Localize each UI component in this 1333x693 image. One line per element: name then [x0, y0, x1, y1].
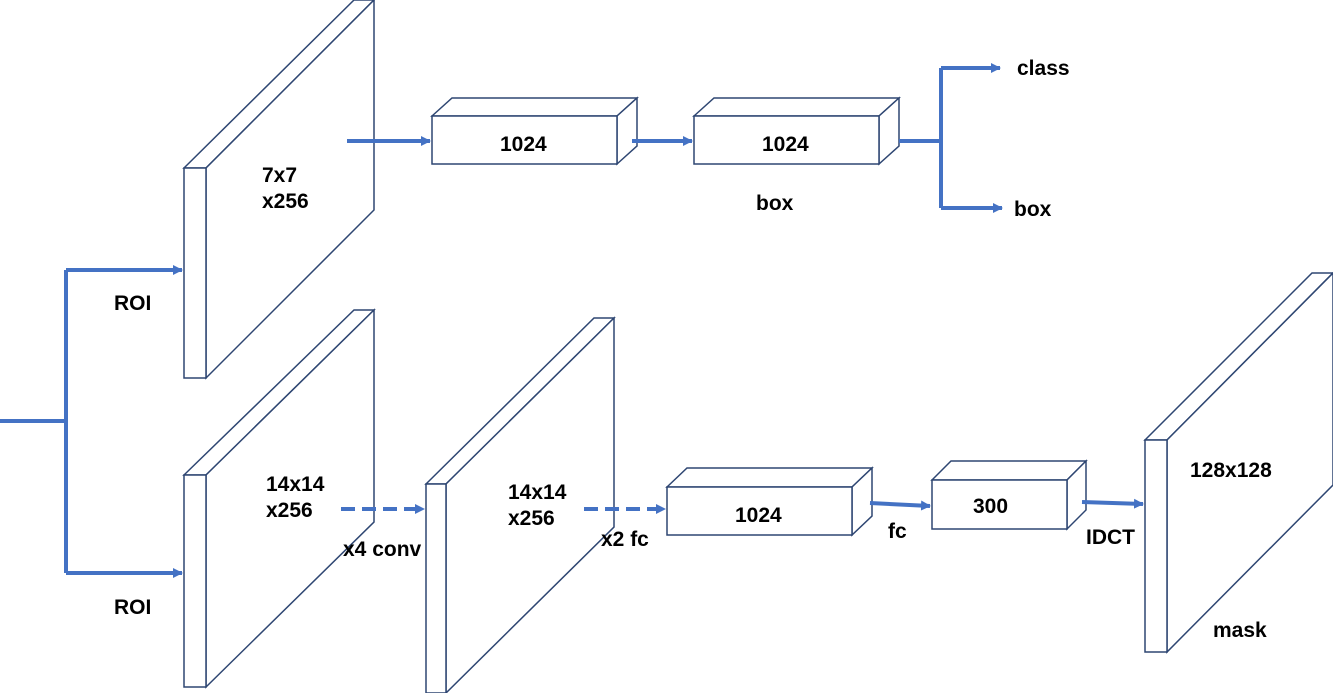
fc-box-top-1	[430, 96, 639, 166]
mask-size-label: 128x128	[1190, 459, 1272, 482]
feature-map-top	[182, 0, 376, 380]
feature-middle-label: 14x14 x256	[508, 481, 567, 530]
arrow-fc	[869, 500, 931, 511]
fc-label: fc	[888, 520, 907, 543]
feature-map-mask	[1143, 271, 1333, 654]
box-below-label: box	[756, 192, 794, 215]
fc2-top-label: 1024	[762, 133, 809, 156]
fc-box-top-2	[692, 96, 901, 166]
roi-label-bottom: ROI	[114, 596, 152, 619]
feature-map-middle	[424, 316, 616, 693]
feature-bottom-label: 14x14 x256	[266, 473, 325, 522]
roi-label-top: ROI	[114, 292, 152, 315]
box-output-label: box	[1014, 198, 1052, 221]
idct-op-label: IDCT	[1086, 526, 1135, 549]
vector-300-label: 300	[973, 495, 1009, 518]
conv-op-label: x4 conv	[343, 538, 422, 561]
arrow-idct	[1081, 498, 1144, 509]
fc-op-label: x2 fc	[601, 528, 649, 551]
mask-label: mask	[1213, 619, 1267, 642]
fc1-top-label: 1024	[500, 133, 547, 156]
class-output-label: class	[1017, 57, 1070, 80]
feature-map-bottom	[182, 308, 376, 689]
fc-box-bottom	[665, 466, 874, 537]
vector-box-300	[930, 459, 1088, 531]
fc-bottom-label: 1024	[735, 504, 782, 527]
feature-top-label: 7x7 x256	[262, 164, 309, 213]
